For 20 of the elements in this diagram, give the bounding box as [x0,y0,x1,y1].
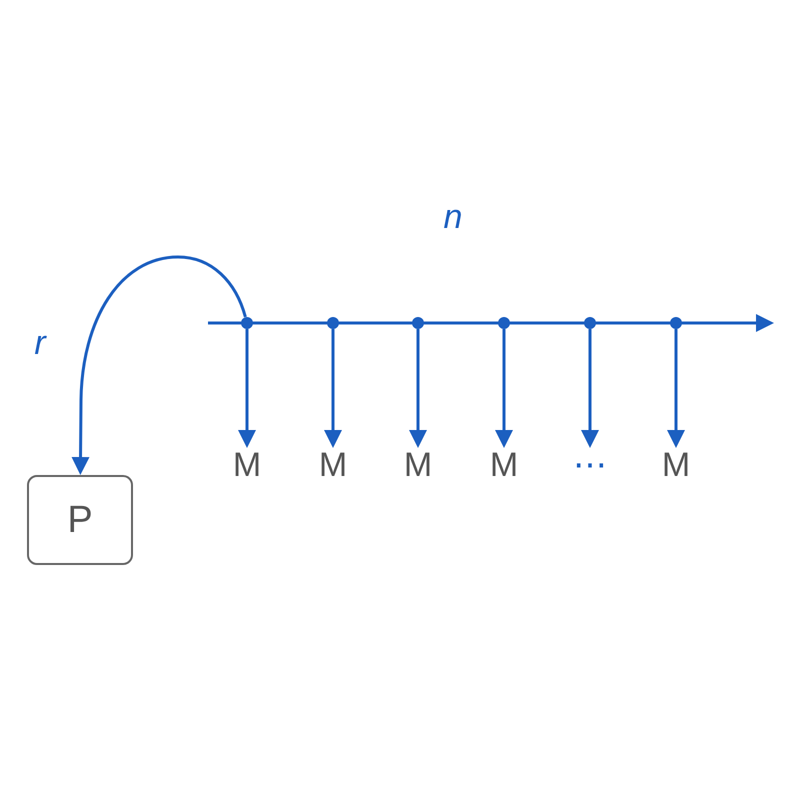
payment-label: M [232,448,262,482]
payment-label: M [318,448,348,482]
payment-label: M [662,448,690,482]
principal-box: P [27,475,133,565]
curved-arrow [72,256,247,475]
arrow [409,329,427,448]
timeline-dot [498,317,510,329]
timeline-dot [327,317,339,329]
timeline-dot [241,317,253,329]
arrow [581,329,599,448]
arrow [667,329,685,448]
payment-label: M [404,448,432,482]
arrow [324,329,342,448]
arrow [238,329,256,448]
ellipsis-label: ⋯ [573,448,607,482]
timeline-dot [670,317,682,329]
timeline-dot [412,317,424,329]
arrow [495,329,513,448]
payment-label: M [490,448,518,482]
timeline-dot [584,317,596,329]
